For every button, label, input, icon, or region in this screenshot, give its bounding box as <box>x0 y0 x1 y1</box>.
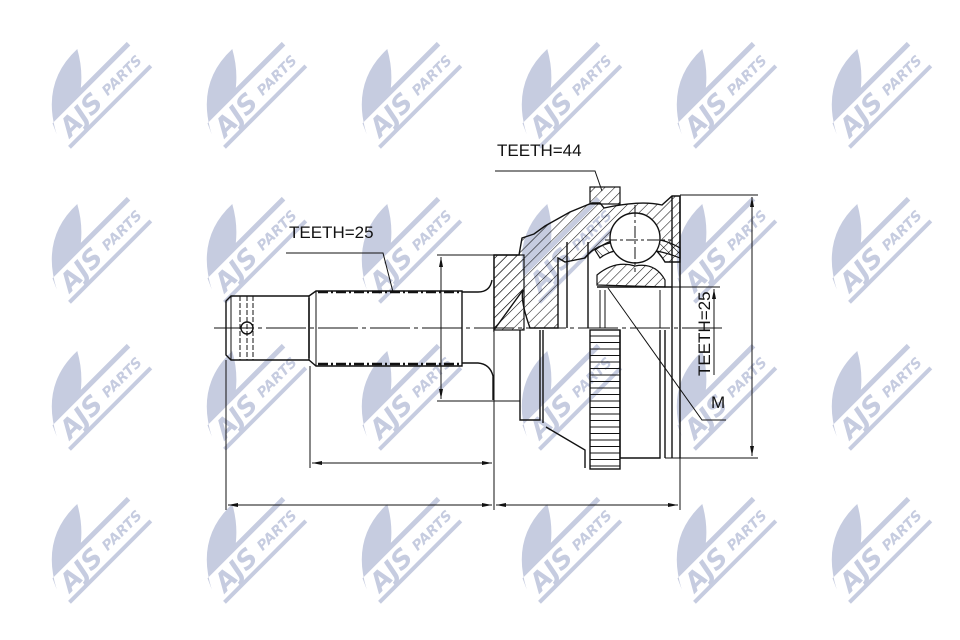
shaft-teeth-label: TEETH=25 <box>289 223 374 242</box>
lower-body <box>519 329 666 470</box>
ball-and-cage <box>594 205 681 328</box>
inner-teeth-label: TEETH=25 <box>695 291 714 376</box>
gear-tooth-section <box>589 186 621 205</box>
leaders <box>286 170 726 421</box>
abs-ring <box>589 329 621 470</box>
outer-teeth-label: TEETH=44 <box>497 141 582 160</box>
inner-race <box>596 263 666 288</box>
dimensions <box>225 194 758 510</box>
thread-label: M <box>711 393 725 412</box>
splined-shaft <box>308 279 494 400</box>
